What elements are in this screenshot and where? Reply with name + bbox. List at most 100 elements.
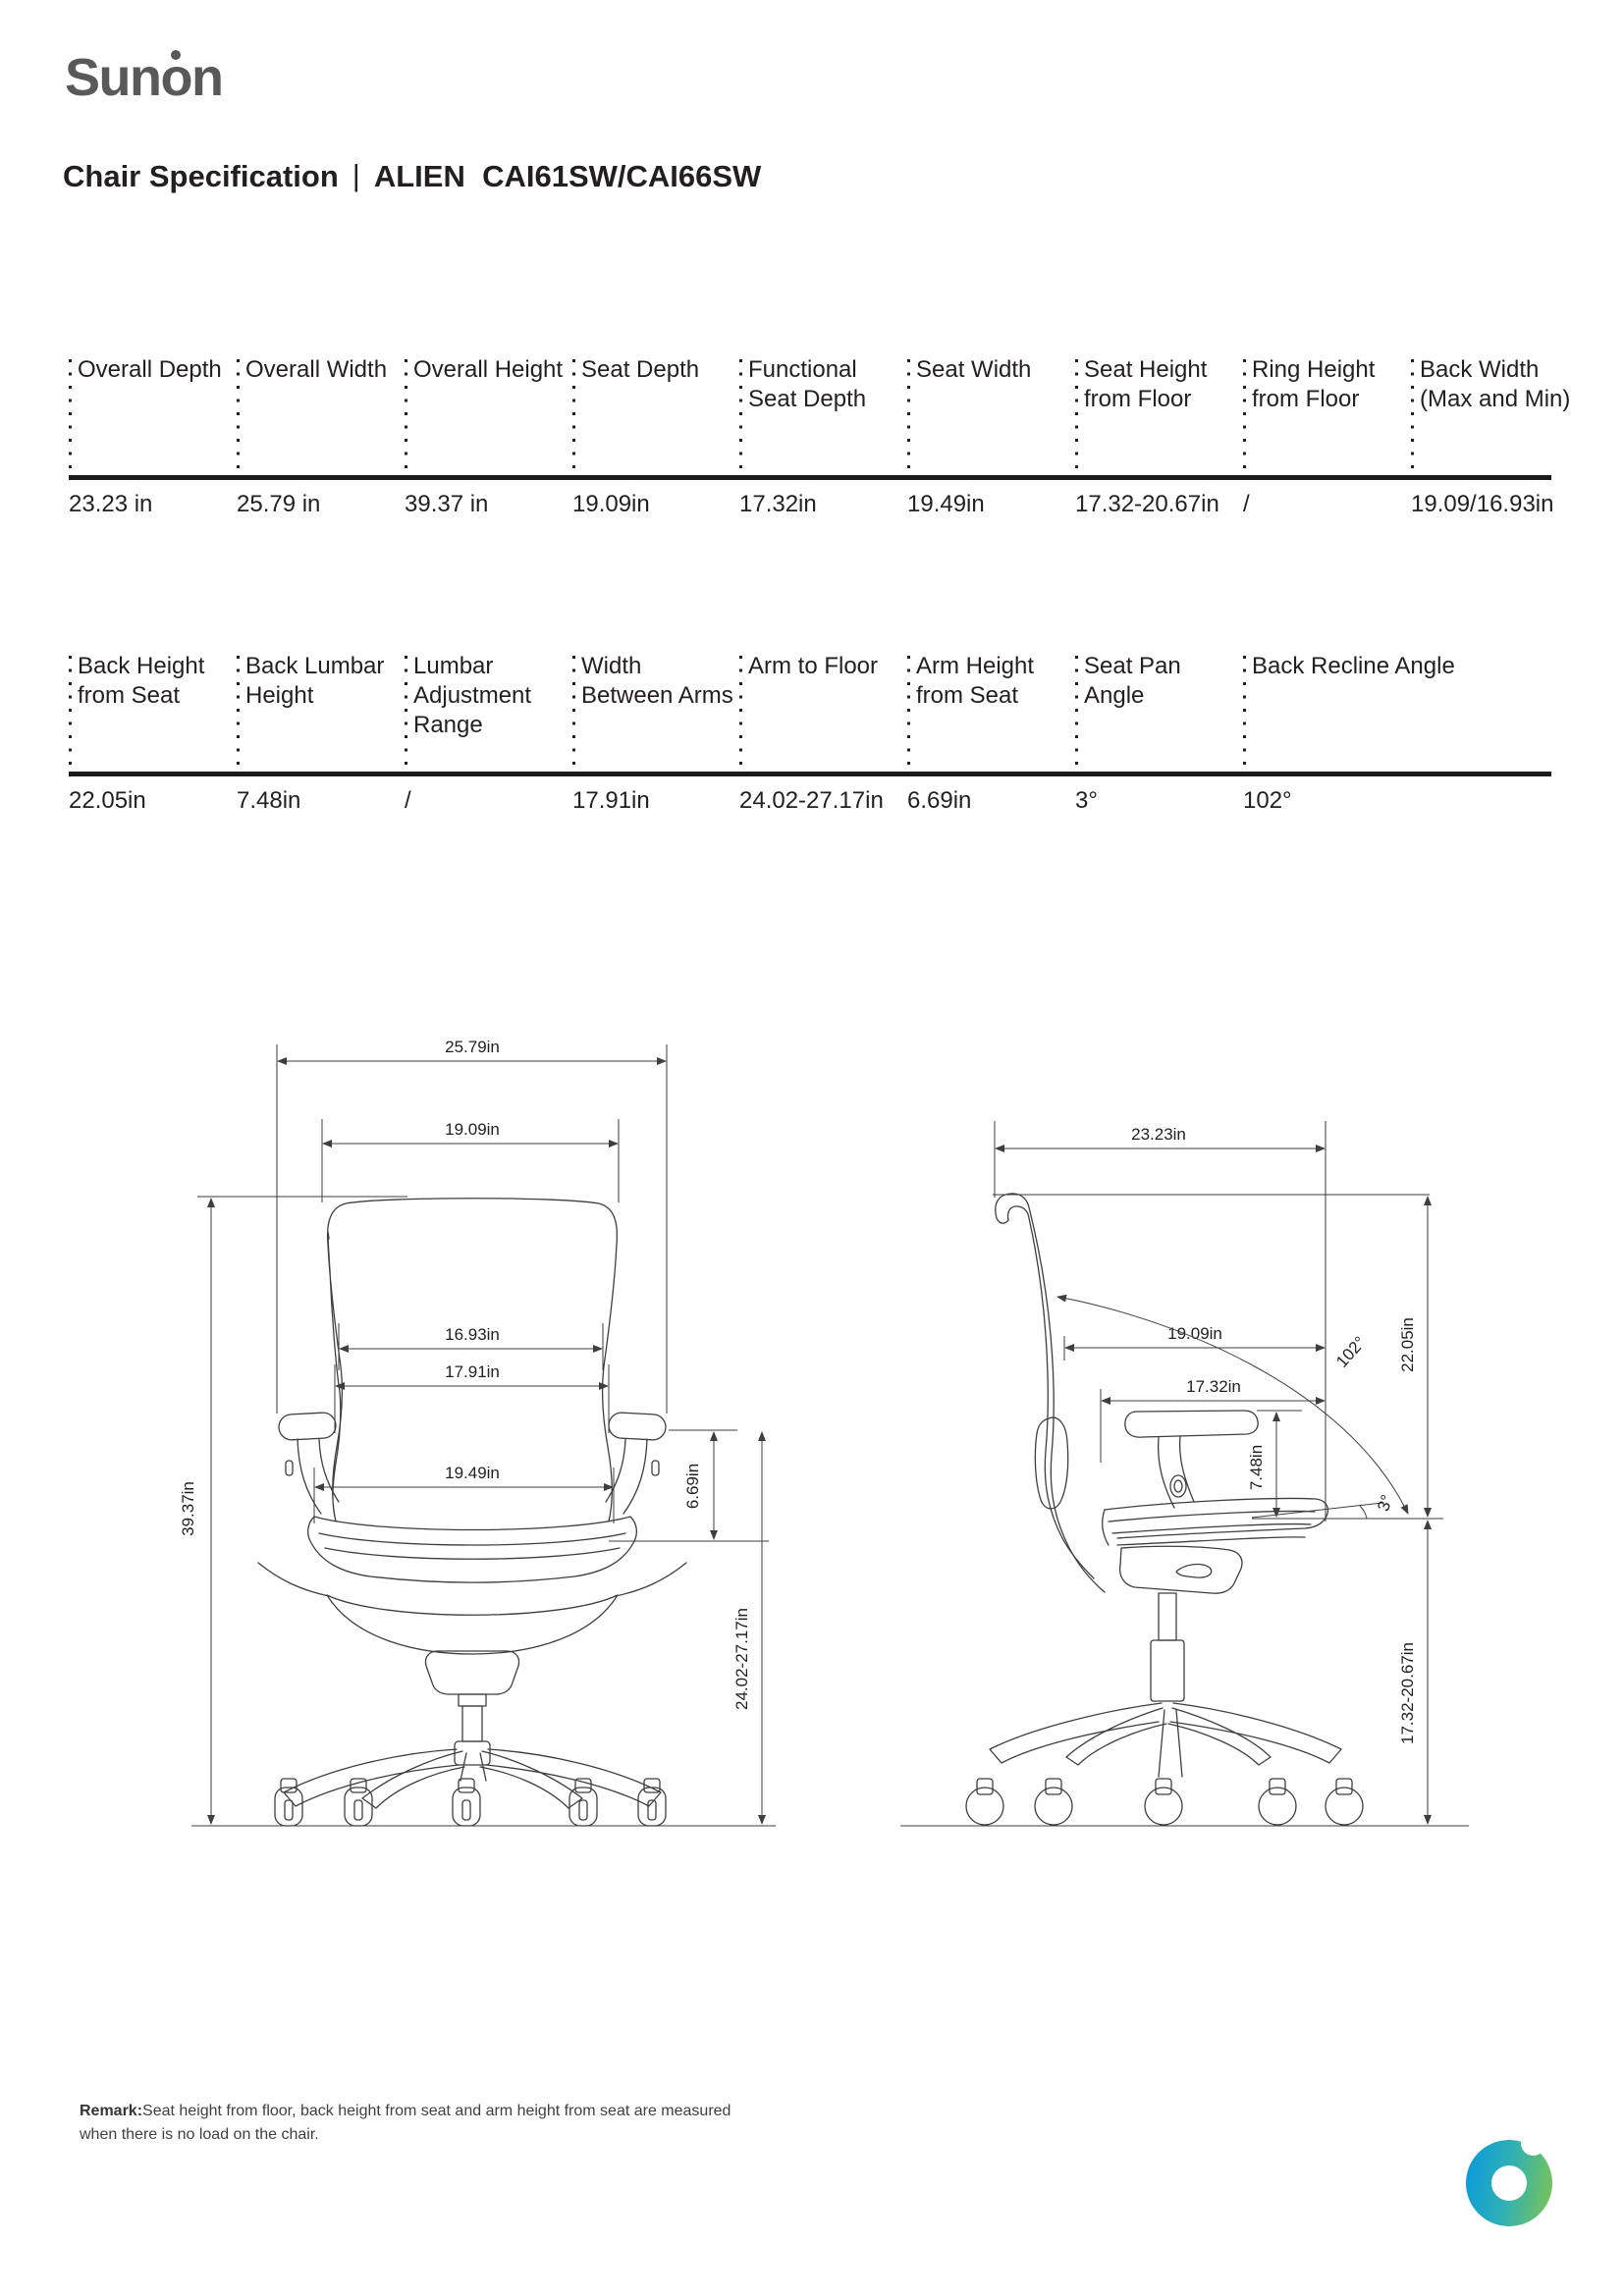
front-dim-seat-width: 19.49in — [313, 1464, 615, 1523]
front-chair-outline — [257, 1198, 687, 1827]
spec-column: Overall Width — [237, 355, 402, 475]
dim-label: 6.69in — [683, 1464, 702, 1509]
side-chair-outline — [965, 1193, 1364, 1826]
front-dim-back-width-min: 16.93in — [338, 1323, 604, 1370]
side-dim-seat-depth: 19.09in — [1063, 1324, 1326, 1361]
dim-label: 39.37in — [179, 1481, 197, 1536]
brand-logo: Sunon — [65, 47, 224, 108]
title-model: ALIEN CAI61SW/CAI66SW — [373, 159, 762, 193]
side-view-drawing: 23.23in 22.05in 19.09in 17.32in 102° 7.4… — [900, 1121, 1469, 1827]
spec-label: Overall Width — [245, 356, 388, 383]
spec-label: Overall Depth — [78, 356, 222, 383]
spec-label: Back Width(Max and Min) — [1420, 356, 1571, 412]
spec-value: 7.48in — [237, 787, 301, 814]
front-dim-arm-height-from-seat: 6.69in — [609, 1429, 769, 1542]
spec-label: Back Recline Angle — [1252, 653, 1455, 679]
side-dim-functional-seat-depth: 17.32in — [1100, 1377, 1326, 1463]
side-casters — [965, 1778, 1364, 1826]
front-view-drawing: 39.37in 25.79in 19.09in 16.93in 17.91in — [179, 1038, 776, 1827]
spec-value: 17.32in — [739, 491, 817, 517]
table-rule — [69, 772, 1551, 776]
side-dim-seat-pan-angle: 3° — [1251, 1492, 1443, 1520]
front-dim-back-width-max: 19.09in — [321, 1119, 620, 1202]
ring-logo-icon — [1466, 2131, 1552, 2226]
spec-value: 19.09/16.93in — [1411, 491, 1554, 517]
remark-label: Remark: — [80, 2103, 143, 2119]
spec-value: / — [405, 787, 411, 814]
spec-value: 19.09in — [572, 491, 650, 517]
front-dim-overall-width: 25.79in — [276, 1038, 668, 1414]
front-dim-width-between-arms: 17.91in — [334, 1362, 610, 1433]
side-dim-back-lumbar-height: 7.48in — [1247, 1410, 1302, 1518]
side-dim-back-height-from-seat: 22.05in — [1398, 1196, 1432, 1518]
remark-note: Remark:Seat height from floor, back heig… — [80, 2100, 732, 2147]
spec-column: Back Recline Angle — [1243, 652, 1455, 772]
spec-column: Arm to Floor — [739, 652, 904, 772]
logo-text-suffix: n — [191, 48, 224, 107]
dim-label: 3° — [1374, 1492, 1396, 1514]
spec-label: Overall Height — [413, 356, 564, 383]
dim-label: 19.49in — [445, 1464, 500, 1482]
spec-column: Overall Depth — [69, 355, 234, 475]
front-dim-overall-height: 39.37in — [179, 1196, 407, 1825]
spec-value: 102° — [1243, 787, 1292, 814]
spec-column: Back Width(Max and Min) — [1411, 355, 1576, 475]
title-separator: | — [352, 158, 360, 192]
front-casters — [274, 1778, 667, 1827]
spec-value: 6.69in — [907, 787, 972, 814]
spec-value: 17.91in — [572, 787, 650, 814]
spec-label: Arm to Floor — [748, 653, 879, 679]
dim-label: 102° — [1332, 1333, 1370, 1371]
dim-label: 22.05in — [1398, 1317, 1417, 1372]
dim-label: 23.23in — [1131, 1125, 1186, 1144]
table-rule — [69, 475, 1551, 480]
logo-dotted-letter: o — [160, 48, 193, 107]
title-section: Chair Specification — [63, 159, 339, 193]
dim-label: 17.32-20.67in — [1398, 1642, 1417, 1744]
spec-label: Seat Width — [916, 356, 1032, 383]
dim-label: 19.09in — [1167, 1324, 1222, 1343]
logo-text-prefix: Sun — [65, 48, 162, 107]
dim-label: 25.79in — [445, 1038, 500, 1056]
spec-value: 22.05in — [69, 787, 146, 814]
spec-value: / — [1243, 491, 1250, 517]
spec-value: 3° — [1075, 787, 1098, 814]
dim-label: 16.93in — [445, 1325, 500, 1344]
spec-column: Seat Width — [907, 355, 1072, 475]
spec-column: Seat Depth — [572, 355, 737, 475]
dim-label: 17.91in — [445, 1362, 500, 1381]
dim-label: 7.48in — [1247, 1445, 1266, 1490]
remark-text: Seat height from floor, back height from… — [80, 2103, 731, 2143]
front-dim-arm-to-floor: 24.02-27.17in — [732, 1431, 766, 1825]
spec-label: Seat Depth — [581, 356, 700, 383]
spec-value: 25.79 in — [237, 491, 321, 517]
dim-label: 24.02-27.17in — [732, 1608, 751, 1710]
page-title: Chair Specification | ALIEN CAI61SW/CAI66S… — [63, 158, 762, 194]
spec-value: 39.37 in — [405, 491, 489, 517]
side-dim-back-recline-angle: 102° — [1056, 1294, 1409, 1515]
spec-column: Overall Height — [405, 355, 569, 475]
spec-value: 23.23 in — [69, 491, 153, 517]
spec-value: 17.32-20.67in — [1075, 491, 1219, 517]
dim-label: 17.32in — [1186, 1377, 1241, 1396]
side-dim-seat-height-from-floor: 17.32-20.67in — [1398, 1520, 1432, 1825]
